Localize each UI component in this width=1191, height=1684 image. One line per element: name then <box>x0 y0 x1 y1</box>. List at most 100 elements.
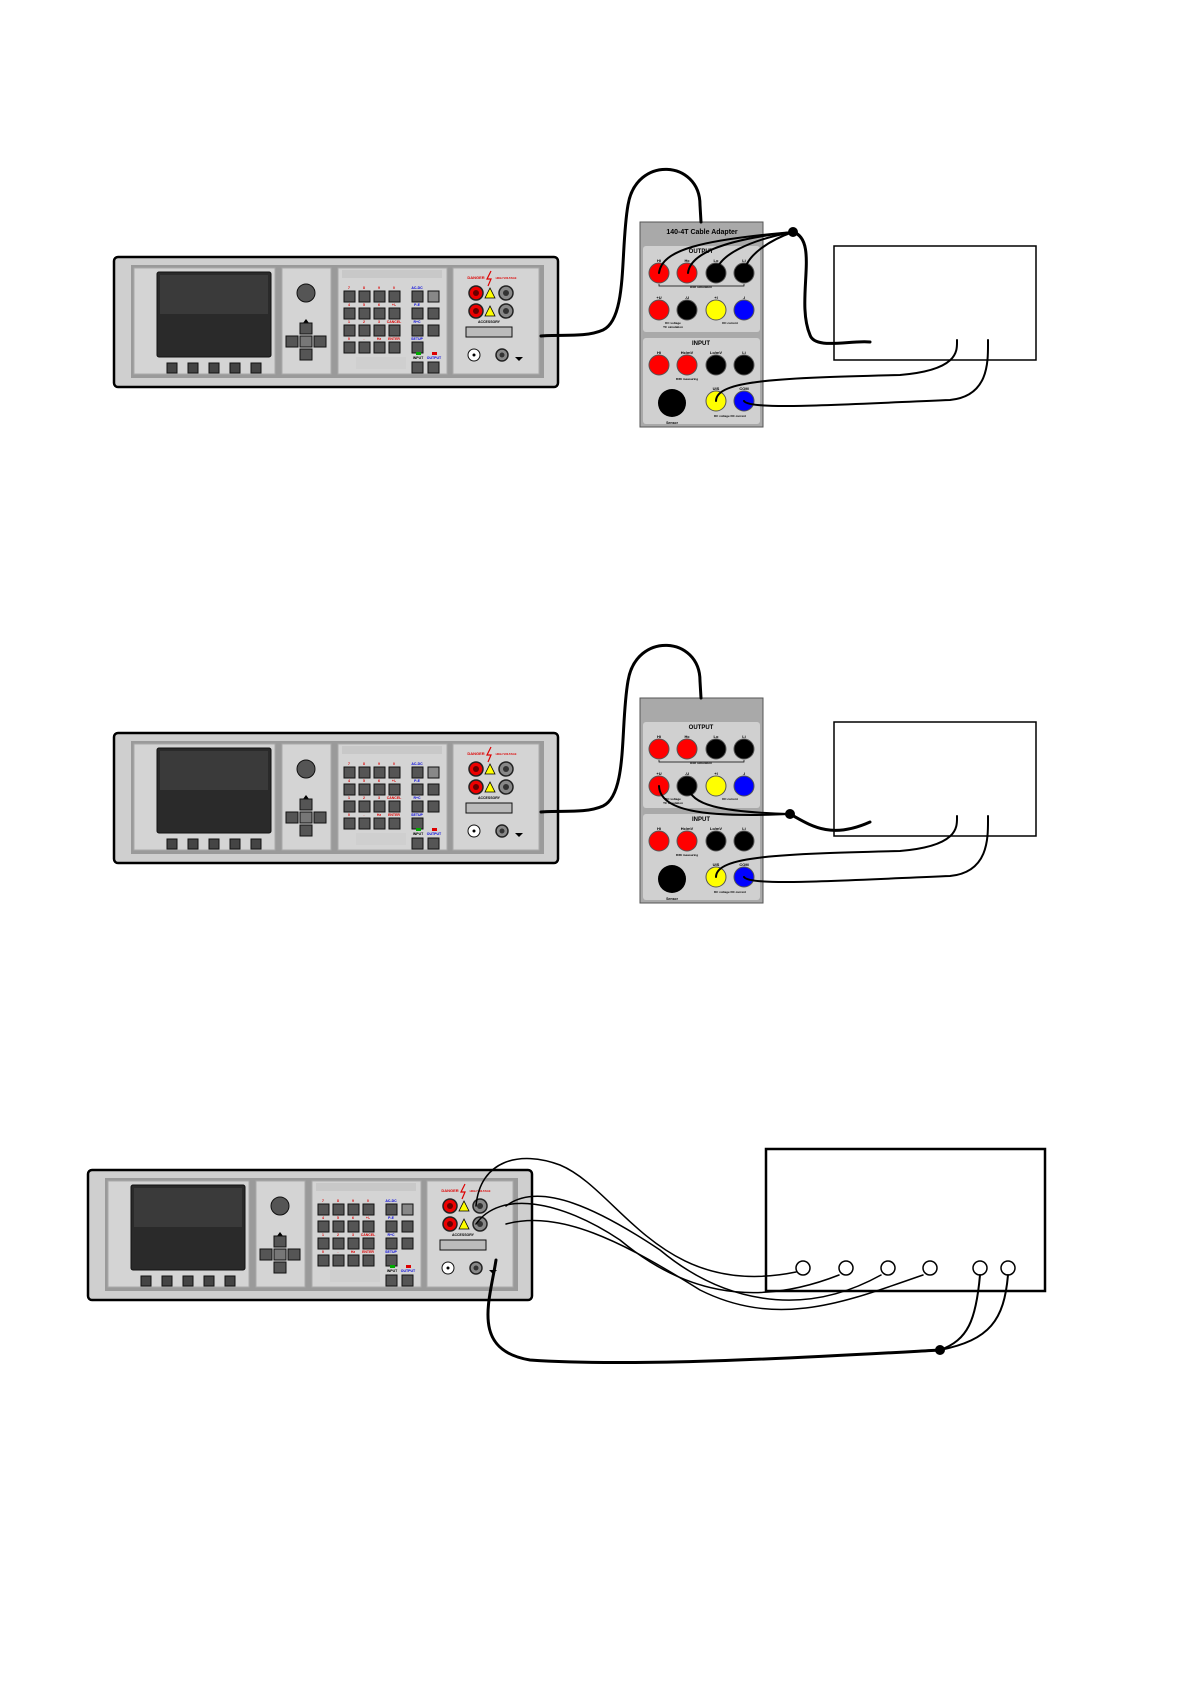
terminal-hole <box>477 1203 483 1209</box>
terminal-label: UIS <box>713 862 720 867</box>
keypad-key <box>388 800 401 813</box>
terminal-hole <box>473 308 479 314</box>
arrow-center-key <box>273 1248 287 1261</box>
caption: DC voltage <box>665 321 681 325</box>
terminal-label: Lo/mV <box>710 826 723 831</box>
terminal-hole <box>477 1221 483 1227</box>
terminal-label: Li <box>742 826 746 831</box>
range-key <box>385 1254 398 1267</box>
key-label: +/- <box>392 303 397 307</box>
key-label: 2 <box>363 796 365 800</box>
softkey-button <box>208 362 220 374</box>
danger-label: DANGER <box>467 275 484 280</box>
terminal-hole <box>447 1221 453 1227</box>
keypad-key <box>343 307 356 320</box>
cable <box>658 785 791 816</box>
range-key-label: AC-DC <box>411 286 423 290</box>
keypad-panel <box>311 1180 422 1288</box>
keypad-key <box>347 1220 360 1233</box>
bnc-pin <box>472 829 476 833</box>
keypad-key <box>388 307 401 320</box>
key-label: 9 <box>378 762 380 766</box>
output-terminal <box>676 299 698 321</box>
keypad-key <box>373 817 386 830</box>
key-label: ENTER <box>388 337 400 341</box>
dut-terminal <box>972 1260 988 1276</box>
accessory-cable <box>539 643 703 814</box>
terminal-label: Hc/mV <box>681 826 694 831</box>
keypad-key <box>388 817 401 830</box>
lightning-icon <box>460 1183 466 1200</box>
softkey-button <box>208 838 220 850</box>
input-button <box>385 1274 398 1287</box>
range-key-label: SETUP <box>385 1250 397 1254</box>
output-button-label: OUTPUT <box>427 832 442 836</box>
key-label: +/- <box>366 1216 371 1220</box>
caption: R/Rt measuring <box>676 853 698 857</box>
range-key <box>411 307 424 320</box>
keypad-key <box>343 341 356 354</box>
range-key-label: P-E <box>414 779 421 783</box>
softkey-button <box>187 362 199 374</box>
input-terminal <box>733 354 755 376</box>
warning-icon <box>484 763 496 775</box>
softkey-button <box>203 1275 215 1287</box>
dut-terminal <box>838 1260 854 1276</box>
terminal-label: Hi <box>657 350 661 355</box>
terminal-label: Lo <box>714 258 719 263</box>
key-label: 7 <box>348 762 350 766</box>
key-label: 5 <box>363 303 365 307</box>
arrow-left-key <box>285 811 299 824</box>
terminal-hole <box>503 290 509 296</box>
dut-terminal <box>795 1260 811 1276</box>
key-label: 0 <box>367 1199 369 1203</box>
key-label: . <box>338 1250 339 1254</box>
output-section <box>643 246 760 332</box>
keypad-key <box>343 766 356 779</box>
accessory-label: ACCESSORY <box>478 796 501 800</box>
keypad-key <box>373 307 386 320</box>
range-key-label: R+C <box>413 320 421 324</box>
keypad-key <box>317 1237 330 1250</box>
softkey-button <box>166 362 178 374</box>
output-section <box>643 722 760 808</box>
terminal-hole <box>473 784 479 790</box>
terminal-label: Li <box>742 350 746 355</box>
input-button <box>411 837 424 850</box>
keypad-key <box>358 800 371 813</box>
display-glare <box>134 1188 242 1227</box>
terminal-hole <box>503 766 509 772</box>
softkey-button <box>250 838 262 850</box>
sensor-socket <box>658 865 686 893</box>
terminal-hole <box>503 308 509 314</box>
caption: DC voltage DC current <box>714 890 746 894</box>
input-button-label: INPUT <box>413 832 424 836</box>
ground-icon <box>515 357 523 361</box>
adapter-title: 140-4T Cable Adapter <box>666 229 738 236</box>
keypad-key <box>343 783 356 796</box>
keypad-header <box>342 746 442 754</box>
key-label: 3 <box>378 796 380 800</box>
high-voltage-label: HIGH VOLTAGE <box>496 276 517 280</box>
keypad-key <box>332 1237 345 1250</box>
keypad-key <box>373 766 386 779</box>
terminal-label: Hi <box>657 258 661 263</box>
keypad-key <box>373 800 386 813</box>
dut-terminal <box>880 1260 896 1276</box>
accessory-port <box>465 802 513 814</box>
lightning-icon <box>486 746 492 763</box>
keypad-key <box>347 1237 360 1250</box>
caption: DC voltage <box>665 797 681 801</box>
key-label: CANCEL <box>361 1233 376 1237</box>
keypad-key <box>362 1237 375 1250</box>
cable <box>939 1274 1009 1351</box>
cable <box>505 1219 924 1311</box>
lightning-icon <box>486 270 492 287</box>
arrow-down-key <box>299 824 313 837</box>
softkey-button <box>161 1275 173 1287</box>
caption: R/Rt measuring <box>676 377 698 381</box>
key-label: . <box>364 337 365 341</box>
key-label: 0 <box>348 813 350 817</box>
